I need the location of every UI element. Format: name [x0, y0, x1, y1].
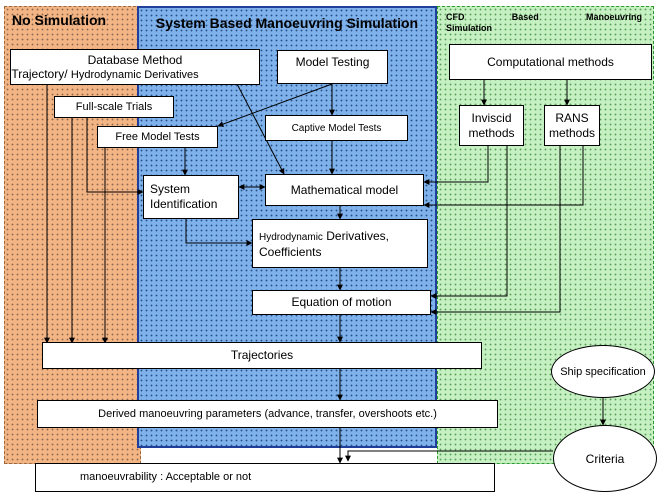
- arrow-rans-to-math-model: [423, 146, 584, 208]
- captive-model-tests-box: Captive Model Tests: [265, 115, 408, 141]
- rans-line-1: RANS: [555, 110, 589, 125]
- equation-of-motion-box: Equation of motion: [252, 290, 431, 315]
- cfd-title-word-1: CFD: [446, 12, 465, 22]
- full-scale-trials-box: Full-scale Trials: [54, 96, 174, 118]
- arrow-rans-to-eom: [430, 146, 561, 315]
- hydrodynamic-derivatives-box: Hydrodynamic Derivatives, Coefficients: [252, 219, 428, 268]
- manoeuvrability-box: manoeuvrability : Acceptable or not: [35, 463, 495, 492]
- arrow-inviscid-to-math-model: [423, 146, 489, 185]
- system-based-simulation-title: System Based Manoeuvring Simulation: [155, 15, 419, 31]
- arrow-fullscale-to-system-id: [86, 118, 144, 195]
- inviscid-line-1: Inviscid: [471, 110, 512, 125]
- cfd-title-word-2: Based: [511, 12, 539, 22]
- hydro-hydrodynamic-label: Hydrodynamic: [259, 231, 323, 243]
- model-testing-box: Model Testing: [277, 50, 388, 84]
- rans-methods-box: RANS methods: [544, 105, 600, 146]
- database-method-line-2: Trajectory/ Hydrodynamic Derivatives: [11, 67, 198, 82]
- hydro-derivatives-label: Derivatives,: [326, 228, 389, 243]
- database-method-derivatives-label: Hydrodynamic Derivatives: [70, 68, 199, 81]
- cfd-based-simulation-title: CFD Based Manoeuvring Simulation: [446, 12, 642, 34]
- database-method-line-1: Database Method: [87, 52, 183, 67]
- rans-line-2: methods: [548, 125, 596, 140]
- arrow-system-id-to-hydro: [185, 219, 253, 246]
- inviscid-methods-box: Inviscid methods: [459, 105, 524, 146]
- computational-methods-box: Computational methods: [449, 44, 652, 80]
- database-method-trajectory-label: Trajectory/: [11, 66, 68, 81]
- database-method-box: Database Method Trajectory/ Hydrodynamic…: [10, 49, 260, 85]
- free-model-tests-box: Free Model Tests: [97, 126, 218, 148]
- hydro-line-2: Coefficients: [259, 244, 322, 259]
- system-identification-box: System Identification: [143, 175, 239, 219]
- inviscid-line-2: methods: [468, 125, 515, 140]
- arrow-inviscid-to-eom: [430, 146, 508, 299]
- system-identification-line-2: Identification: [150, 197, 218, 211]
- system-identification-line-1: System: [150, 182, 191, 196]
- no-simulation-title: No Simulation: [12, 12, 107, 28]
- cfd-title-word-3: Manoeuvring: [585, 12, 642, 22]
- hydro-line-1: Hydrodynamic Derivatives,: [259, 229, 389, 245]
- criteria-ellipse: Criteria: [553, 425, 657, 492]
- arrow-database-to-math-model: [235, 81, 285, 175]
- arrow-criteria-to-manoeuvrability: [345, 450, 553, 462]
- cfd-title-line-2: Simulation: [446, 23, 493, 33]
- arrow-modeltesting-to-freemodel: [217, 83, 333, 127]
- mathematical-model-box: Mathematical model: [265, 174, 424, 206]
- trajectories-box: Trajectories: [42, 342, 482, 369]
- ship-specification-ellipse: Ship specification: [551, 345, 655, 398]
- derived-manoeuvring-parameters-box: Derived manoeuvring parameters (advance,…: [37, 400, 498, 428]
